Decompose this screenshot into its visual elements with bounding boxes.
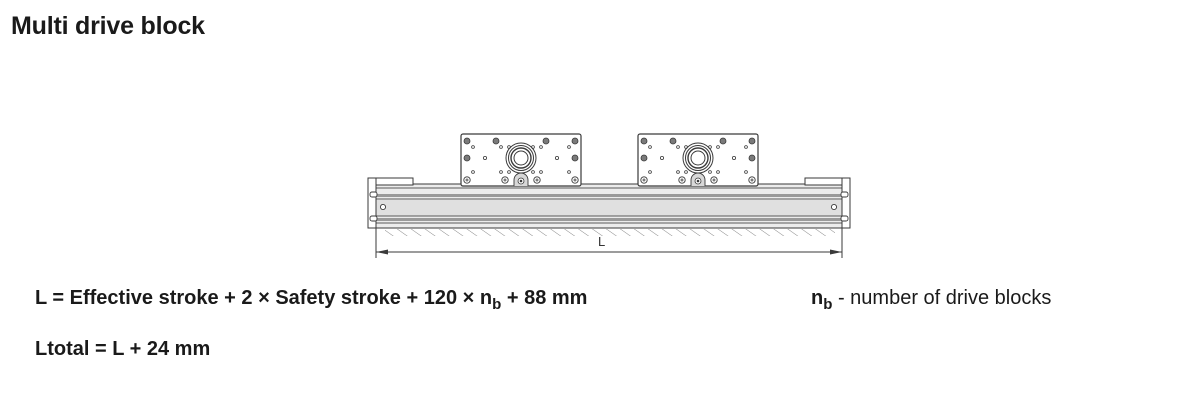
formula-length-subscript: b (492, 296, 502, 313)
drive-block-2 (637, 133, 759, 187)
legend-nb: nb - number of drive blocks (811, 287, 1052, 313)
formula-length-prefix: L = Effective stroke + 2 × Safety stroke… (35, 287, 493, 309)
left-end-cap (367, 177, 414, 229)
ground-hatch (385, 229, 835, 236)
legend-symbol: n (811, 287, 824, 309)
formula-length-suffix: + 88 mm (501, 287, 588, 309)
linear-rail (375, 183, 843, 229)
formula-length: L = Effective stroke + 2 × Safety stroke… (35, 287, 588, 313)
right-end-cap (804, 177, 851, 229)
page-title: Multi drive block (11, 12, 205, 40)
length-dimension (375, 228, 843, 258)
legend-description: - number of drive blocks (832, 287, 1052, 309)
formula-total-length: Ltotal = L + 24 mm (35, 338, 211, 360)
legend-subscript: b (823, 296, 833, 313)
drive-block-1 (460, 133, 582, 187)
dimension-label-L: L (598, 234, 606, 249)
